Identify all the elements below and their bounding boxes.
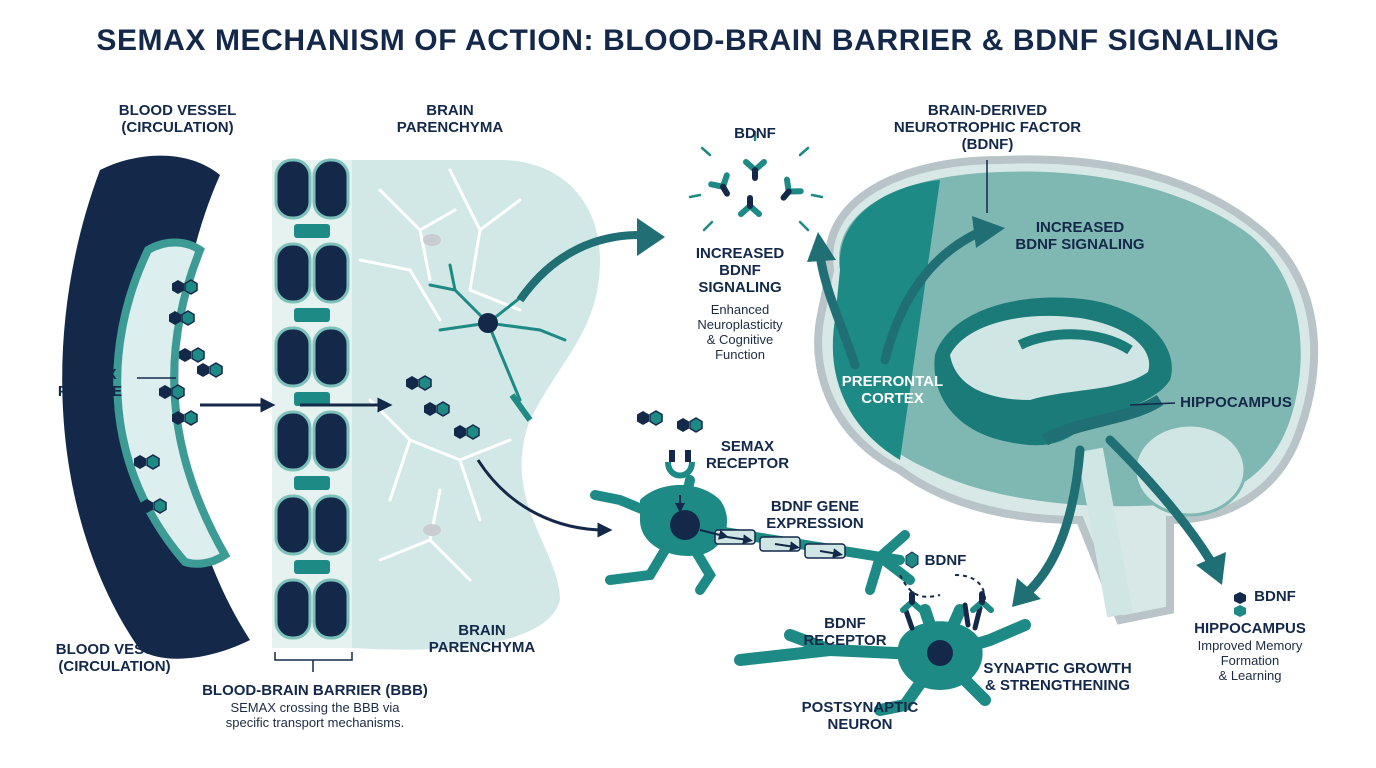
bdnf-hippocampus-label: BDNF [1254, 588, 1296, 605]
arrow-icon [200, 397, 613, 538]
blood-vessel-label-bottom: BLOOD VESSEL (CIRCULATION) [55, 641, 174, 675]
increased-bdnf-left-desc: Enhanced Neuroplasticity & Cognitive Fun… [697, 302, 783, 362]
bdnf-protein-icon [1234, 592, 1246, 617]
bdnf-receptor-label: BDNF RECEPTOR [803, 615, 887, 649]
bdnf-full-name: BRAIN-DERIVED NEUROTROPHIC FACTOR (BDNF) [893, 102, 1082, 153]
page-title: SEMAX MECHANISM OF ACTION: BLOOD-BRAIN B… [96, 24, 1280, 57]
bdnf-gene-expression-label: BDNF GENE EXPRESSION [766, 498, 864, 532]
neuron-icon [590, 410, 986, 601]
brain-parenchyma [352, 160, 600, 650]
bdnf-cluster-label: BDNF [734, 125, 776, 142]
blood-brain-barrier [272, 158, 353, 672]
increased-bdnf-left-title: INCREASED BDNF SIGNALING [695, 245, 785, 296]
hippocampus-brain-label: HIPPOCAMPUS [1180, 394, 1292, 411]
brain-parenchyma-label-top: BRAIN PARENCHYMA [396, 102, 504, 136]
increased-bdnf-right-title: INCREASED BDNF SIGNALING [1015, 219, 1145, 253]
bbb-description: SEMAX crossing the BBB via specific tran… [225, 700, 405, 730]
bdnf-small-label: BDNF [924, 552, 967, 569]
bdnf-protein-icon [688, 130, 824, 232]
synaptic-growth-label: SYNAPTIC GROWTH & STRENGTHENING [983, 660, 1132, 694]
blood-vessel-label-top: BLOOD VESSEL (CIRCULATION) [118, 102, 237, 136]
hippocampus-bottom-title: HIPPOCAMPUS [1194, 620, 1306, 637]
bbb-title: BLOOD-BRAIN BARRIER (BBB) [202, 682, 428, 699]
blood-vessel [62, 155, 250, 659]
receptor-icon [902, 602, 983, 631]
hippocampus-bottom-desc: Improved Memory Formation & Learning [1197, 638, 1303, 683]
semax-receptor-label: SEMAX RECEPTOR [705, 438, 790, 472]
postsynaptic-neuron-label: POSTSYNAPTIC NEURON [801, 699, 919, 733]
prefrontal-cortex-label: PREFRONTAL CORTEX [841, 373, 944, 407]
semax-peptide-label: SEMAX PEPTIDE [57, 366, 123, 400]
brain-parenchyma-label-bottom: BRAIN PARENCHYMA [428, 622, 536, 656]
peptide-icon [636, 410, 703, 433]
neuron-icon [734, 604, 1031, 716]
